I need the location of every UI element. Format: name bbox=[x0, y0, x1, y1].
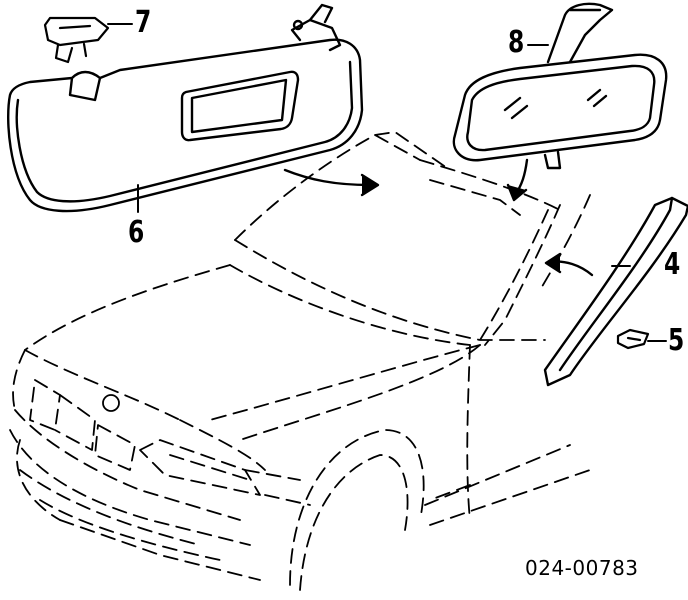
arrow-mirror bbox=[506, 158, 529, 202]
arrow-visor bbox=[283, 168, 380, 197]
arrow-pillar bbox=[544, 252, 594, 277]
badge-icon bbox=[102, 394, 120, 412]
car-body-outline bbox=[9, 131, 591, 591]
callout-4: 4 bbox=[664, 247, 681, 282]
callout-7: 7 bbox=[135, 5, 152, 40]
sun-visor bbox=[7, 3, 364, 213]
callout-6: 6 bbox=[128, 215, 145, 250]
document-number: 024-00783 bbox=[525, 556, 639, 580]
rear-view-mirror bbox=[452, 2, 668, 170]
trim-clip bbox=[616, 328, 650, 350]
callout-8: 8 bbox=[508, 25, 525, 60]
visor-clip bbox=[43, 16, 110, 64]
a-pillar-trim bbox=[543, 196, 688, 387]
callout-5: 5 bbox=[668, 323, 685, 358]
